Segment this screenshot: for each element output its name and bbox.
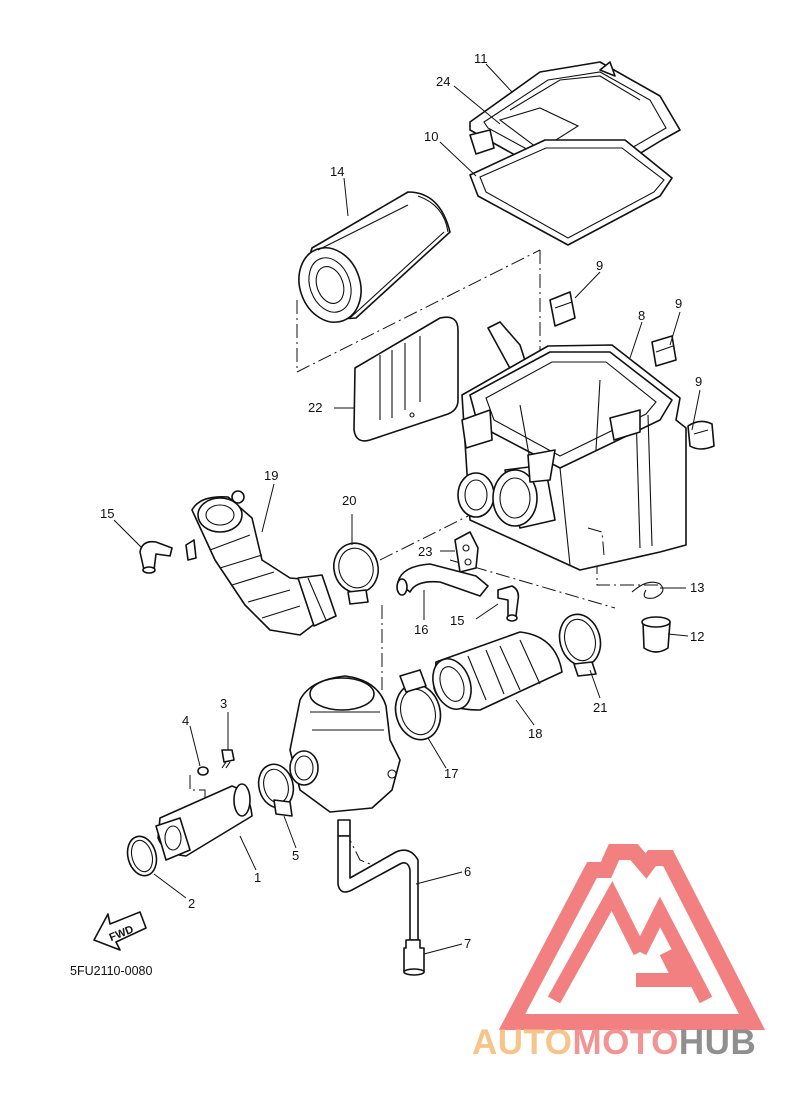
part-13-clamp [631,581,664,599]
part-1-adapter [155,783,253,861]
callout-21: 21 [593,700,607,715]
callout-1: 1 [254,870,261,885]
callout-9-right: 9 [695,374,702,389]
watermark-hub: HUB [679,1023,756,1062]
callout-17: 17 [444,766,458,781]
part-18-carb-joint [432,631,563,711]
part-12-drain-plug [641,616,671,653]
callout-10: 10 [424,129,438,144]
callout-5: 5 [292,848,299,863]
callout-15-left: 15 [100,506,114,521]
callout-18: 18 [528,726,542,741]
callout-22: 22 [308,400,322,415]
part-4-washer [197,766,209,776]
part-23-holder [454,531,479,573]
part-14-air-filter [298,191,451,323]
callout-12: 12 [690,629,704,644]
callout-labels: 11 24 10 14 9 8 9 9 22 19 20 15 23 13 15… [100,51,704,951]
callout-9-mid: 9 [675,296,682,311]
callout-16: 16 [414,622,428,637]
callout-3: 3 [220,696,227,711]
callout-20: 20 [342,493,356,508]
part-8-airbox [457,321,687,571]
part-15-elbow-left [139,540,173,574]
part-10-gasket [469,139,673,246]
part-3-screw [221,749,235,769]
callout-14: 14 [330,164,344,179]
callout-19: 19 [264,468,278,483]
callout-13: 13 [690,580,704,595]
leader-lines [113,63,701,955]
carburetor-body [289,675,401,837]
callout-2: 2 [188,896,195,911]
watermark-auto: AUTO [472,1023,573,1062]
forward-direction-arrow: FWD [93,911,147,951]
part-7-fitting [403,939,425,976]
part-15-elbow-right [497,585,520,622]
part-17-clamp [394,669,442,741]
callout-6: 6 [464,864,471,879]
callout-7: 7 [464,936,471,951]
part-2-o-ring [126,835,158,877]
part-20-clamp [332,542,380,605]
watermark-text: AUTOMOTOHUB [472,1023,756,1062]
part-16-hose [396,563,489,597]
part-21-clamp [558,613,602,677]
watermark-logo [498,844,766,1030]
part-19-intake-duct [185,490,337,636]
callout-24: 24 [436,74,450,89]
part-6-tube [337,835,419,941]
part-22-plate [353,316,459,442]
watermark-triangle-icon [498,844,766,1030]
callout-23: 23 [418,544,432,559]
part-5-clamp [257,763,295,817]
watermark-m-icon [547,881,713,1004]
diagram-code: 5FU2110-0080 [70,964,153,978]
callout-9-top: 9 [596,258,603,273]
watermark-moto: MOTO [573,1023,679,1062]
callout-15-right: 15 [450,613,464,628]
callout-8: 8 [638,308,645,323]
callout-4: 4 [182,713,189,728]
callout-11: 11 [474,51,488,66]
